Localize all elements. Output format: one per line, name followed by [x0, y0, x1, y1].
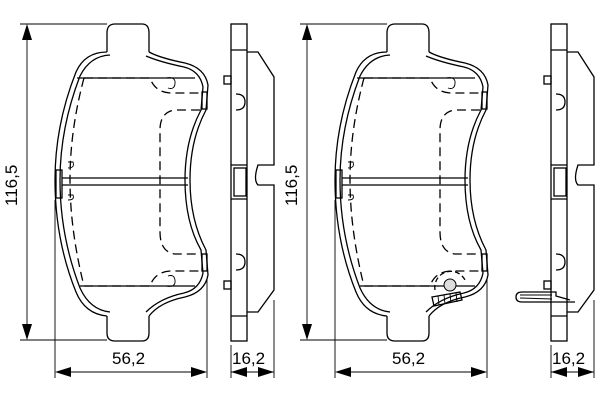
arrow-left-icon	[55, 367, 71, 377]
pad-2-thickness-label: 16,2	[552, 349, 585, 368]
arrow-down-icon	[22, 324, 32, 340]
arrow-up-icon	[22, 24, 32, 40]
pad-1-dimensions: 116,5 56,2 16,2	[2, 23, 275, 378]
pad-2-front-view	[334, 23, 489, 342]
pad-2-side-view	[515, 23, 595, 342]
pad-2-width-label: 56,2	[392, 349, 425, 368]
pad-2-height-label: 116,5	[282, 165, 301, 206]
pad-1-height-label: 116,5	[2, 165, 21, 206]
pad-1-side-view	[223, 23, 275, 342]
pad-1-width-label: 56,2	[112, 349, 145, 368]
pad-1-front-view	[54, 23, 209, 342]
pad-1-thickness-label: 16,2	[232, 349, 265, 368]
arrow-right-icon	[191, 367, 207, 377]
pad-2-dimensions: 116,5 56,2 16,2	[282, 23, 595, 378]
wear-indicator	[431, 270, 466, 307]
